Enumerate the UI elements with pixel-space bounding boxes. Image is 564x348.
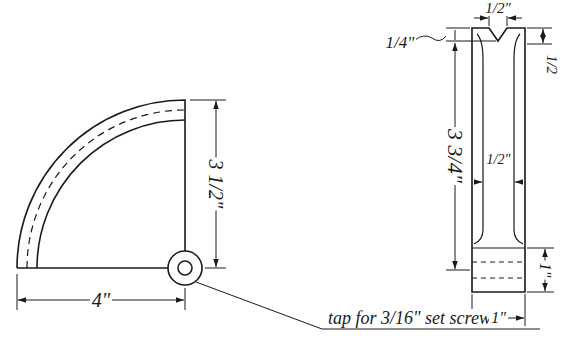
dimension-line [543, 29, 544, 43]
side-view [472, 28, 525, 292]
dimension-text: 1/2 [544, 52, 559, 75]
dimension-line [455, 30, 456, 40]
dimension-text: 1" [537, 261, 553, 280]
extension-line [527, 248, 554, 292]
hub-circle [168, 251, 202, 285]
leader-line [415, 36, 446, 41]
dimension-line [474, 182, 482, 183]
web-line [474, 34, 483, 244]
front-dimensions [17, 100, 540, 329]
dimension-text: 4" [90, 290, 112, 310]
dimension-text: 3 1/2" [206, 158, 226, 211]
side-dimensions [415, 12, 554, 326]
extension-line [190, 100, 226, 268]
extension-line [446, 270, 470, 271]
web-line [514, 34, 523, 244]
leader-line [196, 282, 540, 329]
dimension-text: 1/2" [485, 153, 513, 167]
extension-line [527, 28, 552, 44]
dimension-text: 3 3/4" [444, 127, 466, 185]
bore-circle [178, 261, 192, 275]
side-outline [472, 28, 525, 292]
front-view [17, 100, 202, 285]
extension-line [446, 28, 496, 41]
dimension-text: 1/2" [483, 1, 512, 16]
dimension-line [474, 18, 488, 19]
hub-line [472, 247, 525, 248]
outer-arc [17, 100, 185, 268]
dimension-line [508, 18, 522, 19]
dimension-text: 1" [489, 310, 508, 326]
base-line [17, 267, 168, 269]
inner-arc [37, 120, 185, 268]
note-text: tap for 3/16" set screw [326, 309, 493, 327]
dimension-text: 1/4" [384, 34, 417, 51]
extension-line [17, 274, 185, 310]
dimension-line [515, 182, 523, 183]
center-arc [27, 110, 185, 268]
screw-hole [472, 262, 525, 278]
